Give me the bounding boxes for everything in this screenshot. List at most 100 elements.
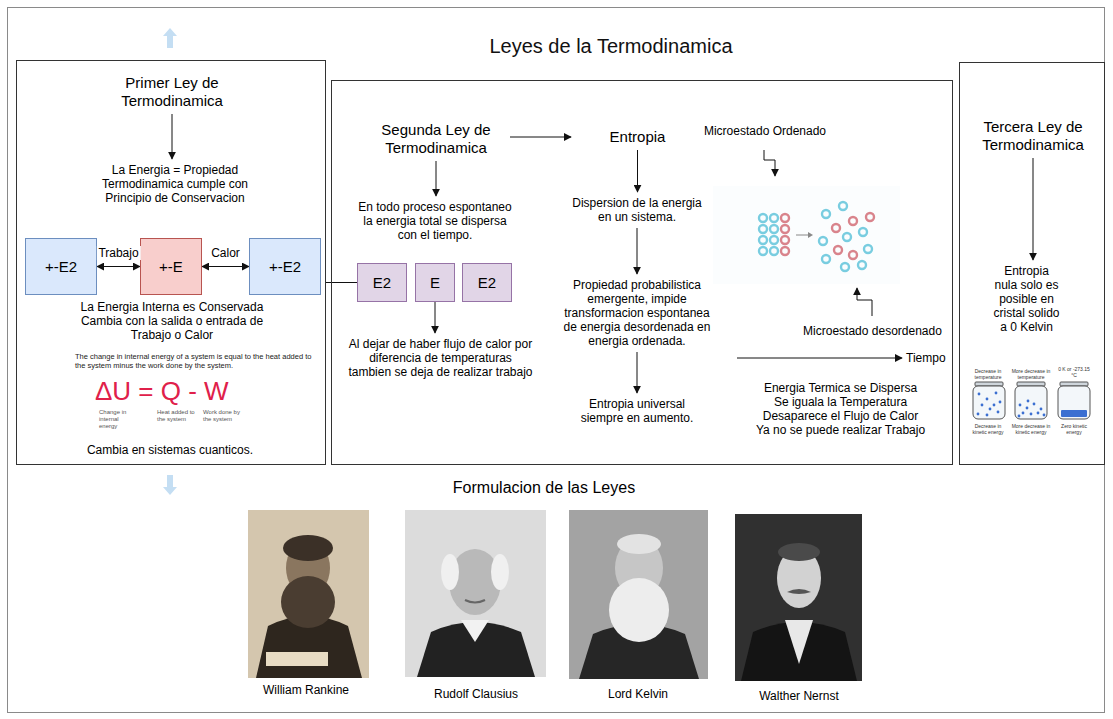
connector (637, 228, 638, 274)
energy-box: +-E2 (249, 238, 321, 295)
time-axis (737, 358, 902, 359)
connector (1033, 158, 1034, 260)
portrait-name: Rudolf Clausius (406, 687, 546, 701)
particle (843, 233, 851, 241)
formula-term: Change in internal energy (99, 409, 133, 430)
particle (1030, 413, 1033, 416)
particle (977, 413, 980, 416)
particle (999, 401, 1002, 404)
portrait-book (266, 652, 328, 666)
particle (834, 246, 842, 254)
particle (781, 247, 789, 255)
state-label: Microestado desordenado (800, 324, 945, 338)
energy-box: E (415, 263, 455, 302)
particle (759, 214, 767, 222)
flow-text: La Energia Interna es Conservada Cambia … (77, 300, 267, 342)
particle (770, 236, 778, 244)
portrait-mustache (787, 589, 811, 594)
state-label: Microestado Ordenado (700, 124, 830, 138)
node-text: En todo proceso espontaneo la energia to… (355, 200, 515, 242)
node-text: La Energia = Propiedad Termodinamica cum… (100, 163, 250, 205)
resize-arrow (163, 28, 177, 48)
node-text: La Energia Interna es Conservada Cambia … (77, 300, 267, 342)
portrait-ground (735, 514, 862, 681)
node-text: E2 (478, 274, 496, 292)
portrait-hair (441, 554, 459, 590)
law-panel: Tercera Ley de TermodinamicaEntropia nul… (959, 62, 1105, 465)
flow-text: Dispersion de la energia en un sistema. (567, 196, 707, 224)
jar-caption: Decrease in kinetic energy (969, 423, 1007, 435)
panel-heading: Primer Ley de Termodinamica (102, 74, 242, 110)
note: Cambia en sistemas cuanticos. (70, 443, 270, 457)
node-text: E (430, 274, 440, 292)
particle (1027, 400, 1030, 403)
note: Energia Termica se Dispersa Se iguala la… (755, 381, 926, 437)
connector (97, 266, 140, 267)
connector-label: Trabajo (96, 246, 140, 260)
particle (1019, 404, 1022, 407)
particle (770, 214, 778, 222)
connector (637, 352, 638, 393)
leader-line (857, 288, 872, 316)
particle (1026, 407, 1029, 410)
jar-caption: More decrease in temperature (1011, 368, 1051, 380)
jar (973, 386, 1005, 419)
node-text: E2 (373, 274, 391, 292)
particle (981, 404, 984, 407)
jar-lid (1060, 382, 1088, 386)
diagram-title: Leyes de la Termodinamica (411, 34, 811, 58)
particle (993, 404, 996, 407)
portrait-hair (778, 543, 820, 561)
particle (1040, 408, 1043, 411)
flow-text: Al dejar de haber flujo de calor por dif… (348, 337, 533, 379)
jar-caption: 0 K or -273.15 °C (1057, 366, 1091, 378)
flow-text: La Energia = Propiedad Termodinamica cum… (100, 163, 250, 205)
node-text: Entropia universal siempre en aumento. (572, 397, 702, 425)
connector (436, 161, 437, 196)
particle (1022, 412, 1025, 415)
panel-heading: Tercera Ley de Termodinamica (968, 118, 1098, 154)
portrait-collar (461, 620, 489, 642)
formula-term: Work done by the system (203, 409, 249, 423)
energy-box: +-E2 (25, 238, 97, 295)
portrait-mouth (465, 600, 485, 603)
leader-line (764, 150, 775, 176)
connector (510, 137, 571, 138)
formula-term: Heat added to the system (157, 409, 201, 423)
node-text: Entropia (575, 128, 700, 146)
node-text: Al dejar de haber flujo de calor por dif… (348, 337, 533, 379)
particle (859, 228, 867, 236)
particle (822, 210, 830, 218)
particle (1043, 414, 1046, 417)
particle (841, 263, 849, 271)
connector (435, 302, 436, 333)
particle (832, 224, 840, 232)
portrait-shirt (785, 620, 813, 664)
particle (997, 411, 1000, 414)
node-text: +-E2 (269, 258, 301, 276)
connector-label: Calor (209, 246, 242, 260)
jar-lid (1017, 382, 1045, 386)
particle (986, 414, 989, 417)
axis-label: Tiempo (906, 351, 951, 365)
flow-text: Entropia nula solo es posible en cristal… (993, 264, 1060, 334)
portrait-name: Lord Kelvin (568, 687, 708, 701)
particle (759, 247, 767, 255)
node-text: +-E (159, 258, 183, 276)
jar-caption: Zero kinetic energy (1055, 423, 1093, 435)
portrait-beard (609, 578, 669, 642)
portrait-name: Walther Nernst (729, 689, 869, 703)
connector (172, 114, 173, 159)
particle (986, 398, 989, 401)
packed-particles (1061, 410, 1087, 417)
particle (989, 408, 992, 411)
flow-heading: Entropia (575, 128, 700, 146)
energy-box: E2 (462, 263, 512, 302)
portrait-hair (617, 534, 661, 554)
node-text: Dispersion de la energia en un sistema. (567, 196, 707, 224)
portrait-beard (281, 576, 335, 628)
portrait-ground (569, 510, 708, 679)
section-heading: Formulacion de las Leyes (444, 478, 644, 497)
particle (839, 202, 847, 210)
particle (849, 217, 857, 225)
